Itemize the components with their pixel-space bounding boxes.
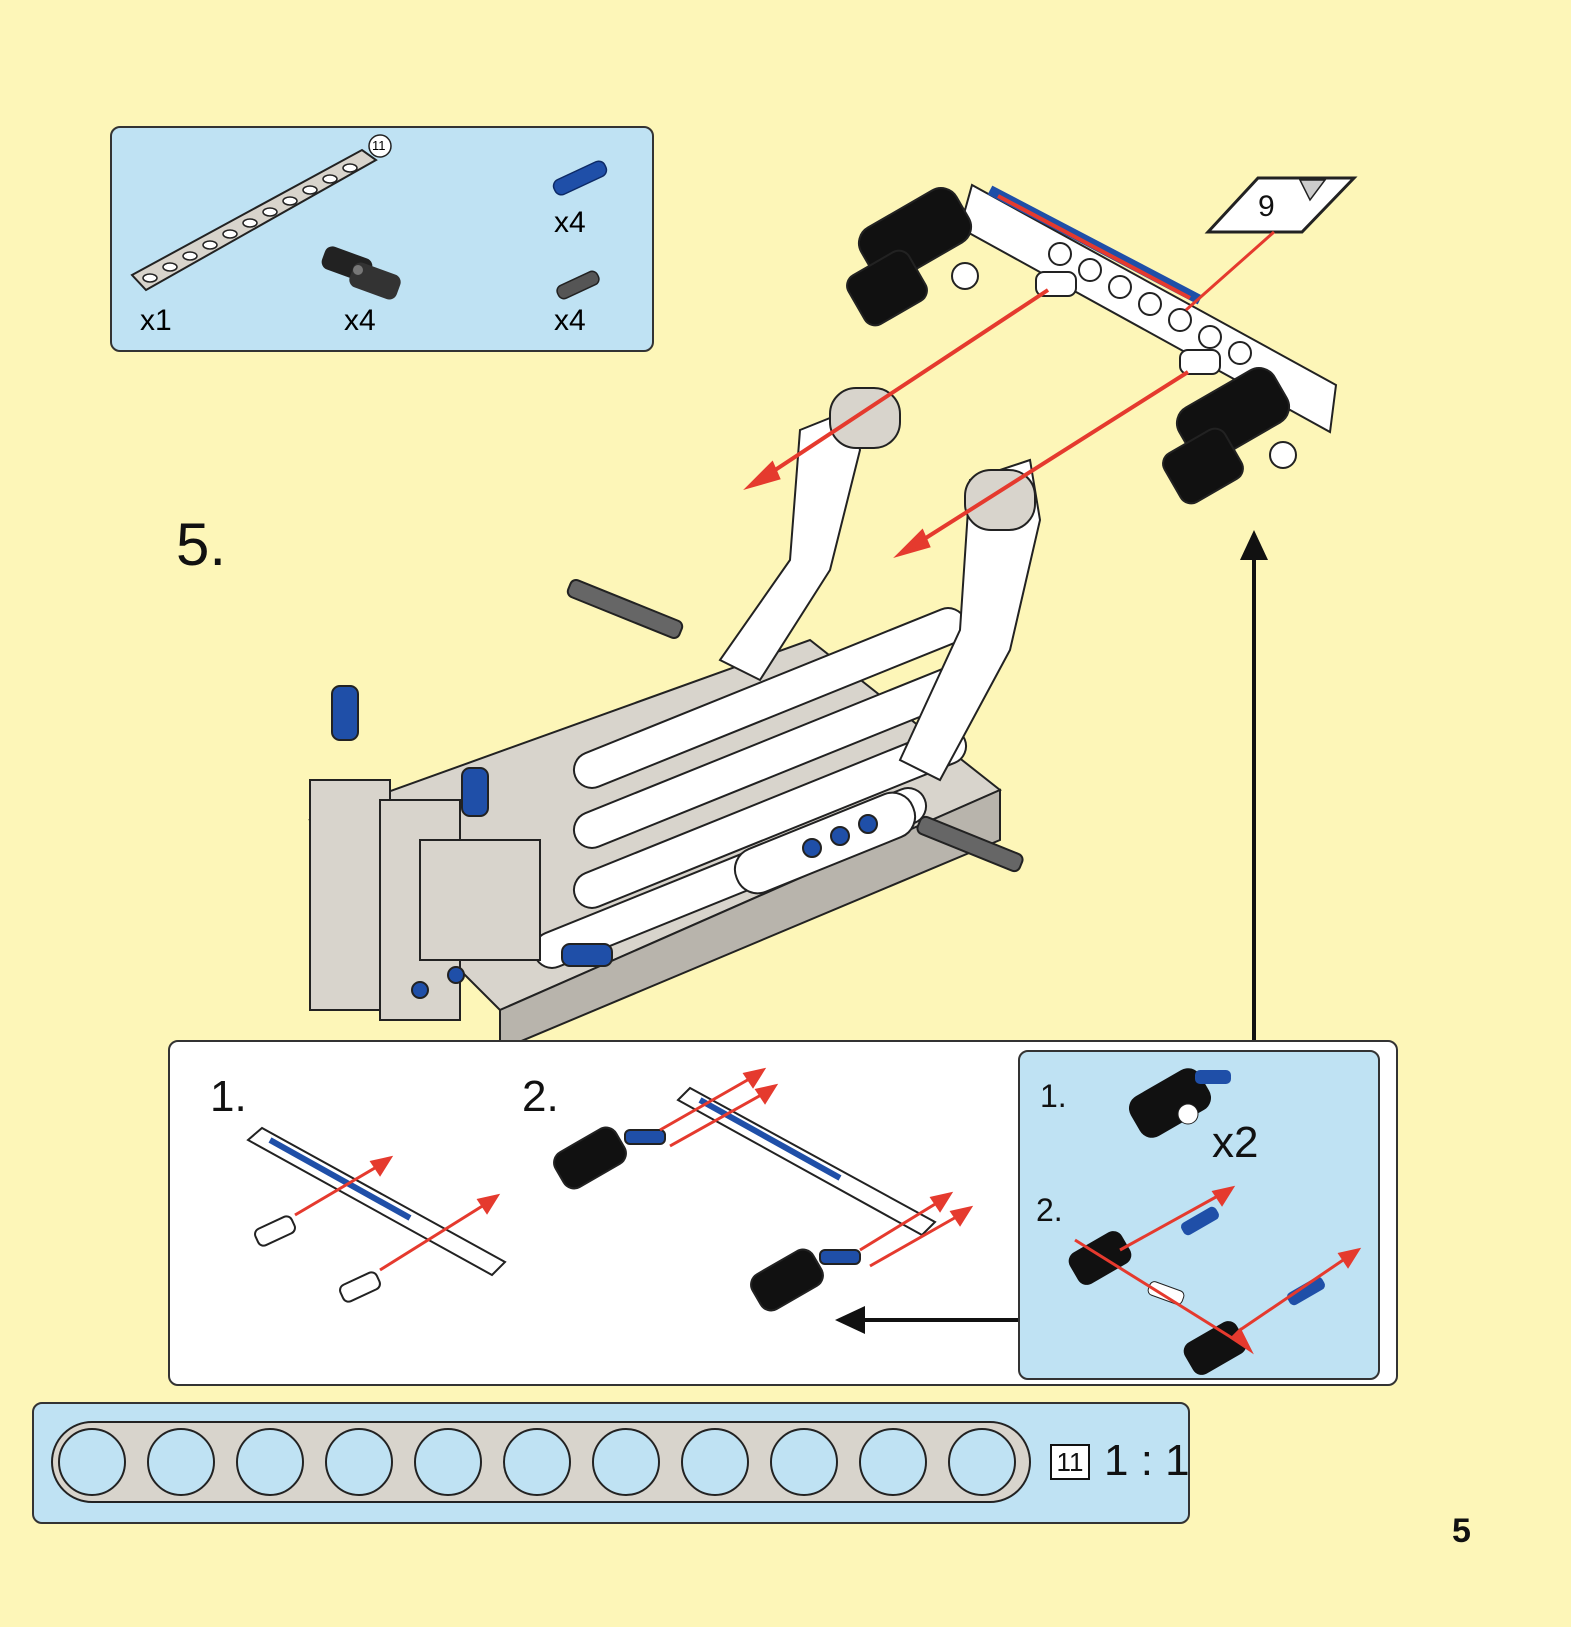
sub-step1-label: 1. <box>210 1072 247 1121</box>
beam-sub-assembly <box>846 183 1338 505</box>
sub-assembly-connector <box>1128 1068 1231 1138</box>
flow-arrow-left <box>835 1306 1018 1334</box>
ruler-scale: 1 : 1 <box>1104 1436 1190 1485</box>
beam-length-badge <box>368 134 392 158</box>
step-number: 5. <box>176 511 227 578</box>
sub-assembly-step1-label: 1. <box>1040 1078 1067 1114</box>
qty-liftarm: x1 <box>140 304 172 337</box>
ruler-length-badge: 11 <box>1050 1444 1090 1480</box>
liftarm-11-part-icon <box>130 148 378 292</box>
beam-length-badge-text: 11 <box>372 138 386 153</box>
blue-pin-part-icon <box>552 160 608 196</box>
page-number: 5 <box>1452 1512 1471 1550</box>
assembly-arrows <box>743 288 1190 559</box>
main-assembly <box>308 387 1042 1052</box>
sticker-callout-number: 9 <box>1258 190 1275 223</box>
step2-assembly <box>553 1086 937 1312</box>
sub-step2-label: 2. <box>522 1072 559 1121</box>
qty-grey-pin: x4 <box>554 304 586 337</box>
step1-beam <box>246 1126 507 1303</box>
liftarm-11-actual-size <box>51 1421 1031 1503</box>
qty-blue-pin: x4 <box>554 206 586 239</box>
step1-arrows <box>294 1155 501 1272</box>
grey-pin-part-icon <box>556 270 600 300</box>
step2-arrows <box>659 1067 974 1268</box>
flow-arrow-up <box>1240 530 1268 1040</box>
angle-connector-part-icon <box>321 246 401 300</box>
sticker-callout <box>1185 176 1358 312</box>
qty-angle-connector: x4 <box>344 304 376 337</box>
sub-assembly-step2-label: 2. <box>1036 1192 1063 1228</box>
sub-assembly-arrows <box>1074 1185 1362 1355</box>
sub-assembly-multiplier: x2 <box>1212 1118 1259 1167</box>
sub-assembly-step2 <box>1068 1206 1325 1375</box>
